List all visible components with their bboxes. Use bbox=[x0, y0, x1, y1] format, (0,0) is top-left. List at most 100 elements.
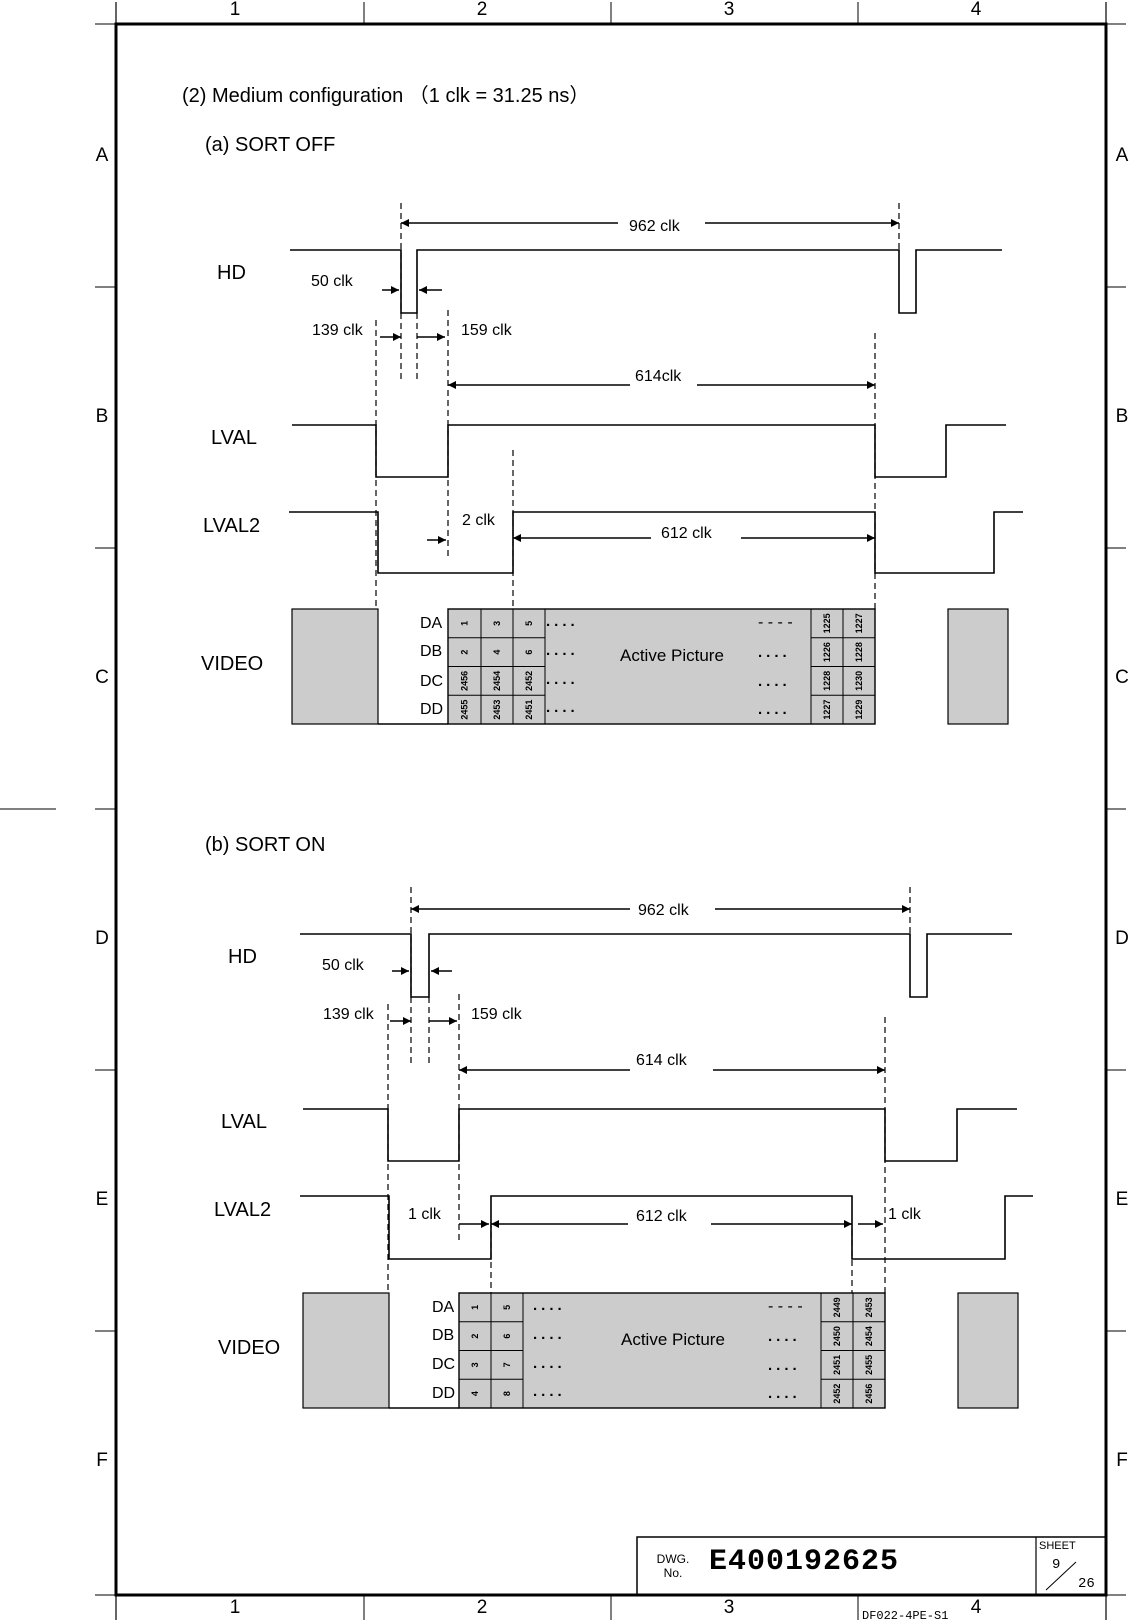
dots-dd-right: .... bbox=[768, 1385, 801, 1402]
page-title: (2) Medium configuration （1 clk = 31.25 … bbox=[182, 85, 590, 107]
pixel-index-label: 2456 bbox=[864, 1384, 874, 1404]
pixel-index-label: 1225 bbox=[822, 613, 832, 633]
video-blanking-block bbox=[302, 1292, 390, 1409]
arrowhead bbox=[411, 905, 419, 913]
channel-label-dd: DD bbox=[432, 1385, 456, 1402]
row-label-b-left: B bbox=[95, 406, 109, 427]
dwg-label-line-2: No. bbox=[663, 1566, 683, 1580]
row-label-f-left: F bbox=[96, 1450, 108, 1471]
annotation-back-porch: 159 clk bbox=[471, 1006, 522, 1023]
dwg-label-line-1: DWG. bbox=[656, 1552, 690, 1566]
pixel-index-label: 4 bbox=[492, 650, 502, 655]
pixel-index-label: 2455 bbox=[460, 700, 470, 720]
annotation-lval2-delay: 2 clk bbox=[462, 512, 495, 529]
column-label-1-top: 1 bbox=[229, 0, 241, 20]
dots-dc-left: .... bbox=[546, 671, 579, 688]
annotation-front-porch: 139 clk bbox=[312, 322, 363, 339]
pixel-index-label: 1 bbox=[470, 1305, 480, 1310]
arrowhead bbox=[875, 1220, 883, 1228]
dots-dd-left: .... bbox=[546, 699, 579, 716]
annotation-lval2-active: 612 clk bbox=[636, 1208, 687, 1225]
signal-label-lval: LVAL bbox=[211, 427, 257, 449]
row-label-a-right: A bbox=[1115, 145, 1129, 166]
annotation-back-porch: 159 clk bbox=[461, 322, 512, 339]
arrowhead bbox=[393, 333, 401, 341]
channel-label-da: DA bbox=[420, 615, 443, 632]
sheet-number: 9 bbox=[1052, 1557, 1061, 1573]
column-label-4-top: 4 bbox=[970, 0, 982, 20]
arrowhead bbox=[459, 1066, 467, 1074]
lval2-trace bbox=[300, 1195, 1033, 1260]
dashes-da-right: - - - - bbox=[758, 614, 793, 631]
row-label-e-right: E bbox=[1115, 1189, 1129, 1210]
row-label-a-left: A bbox=[95, 145, 109, 166]
arrowhead bbox=[481, 1220, 489, 1228]
dots-dc-right: .... bbox=[768, 1357, 801, 1374]
annotation-period: 962 clk bbox=[629, 218, 680, 235]
pixel-index-label: 6 bbox=[524, 650, 534, 655]
pixel-index-label: 2 bbox=[470, 1334, 480, 1339]
dots-dd-left: .... bbox=[533, 1383, 566, 1400]
annotation-lval2-delay-end: 1 clk bbox=[888, 1206, 921, 1223]
pixel-index-label: 6 bbox=[502, 1334, 512, 1339]
column-label-2-bottom: 2 bbox=[476, 1597, 488, 1618]
row-label-d-left: D bbox=[95, 928, 109, 949]
pixel-index-label: 1229 bbox=[854, 700, 864, 720]
row-label-e-left: E bbox=[95, 1189, 109, 1210]
lval-trace bbox=[303, 1108, 1017, 1162]
pixel-index-label: 1227 bbox=[854, 613, 864, 633]
video-blanking-block bbox=[947, 608, 1009, 725]
pixel-index-label: 1230 bbox=[854, 671, 864, 691]
row-label-b-right: B bbox=[1115, 406, 1129, 427]
video-blanking-block bbox=[291, 608, 379, 725]
annotation-lval2-delay-start: 1 clk bbox=[408, 1206, 441, 1223]
channel-label-da: DA bbox=[432, 1299, 455, 1316]
column-label-4-bottom: 4 bbox=[970, 1597, 982, 1618]
signal-label-hd: HD bbox=[228, 946, 257, 968]
pixel-index-label: 2451 bbox=[832, 1355, 842, 1375]
pixel-index-label: 2452 bbox=[524, 671, 534, 691]
pixel-index-label: 2453 bbox=[492, 700, 502, 720]
hd-trace bbox=[290, 249, 1002, 314]
dots-dc-right: .... bbox=[758, 673, 791, 690]
dots-db-right: .... bbox=[768, 1328, 801, 1345]
dots-db-left: .... bbox=[546, 642, 579, 659]
pixel-index-label: 5 bbox=[524, 621, 534, 626]
pixel-index-label: 3 bbox=[492, 621, 502, 626]
arrowhead bbox=[491, 1220, 499, 1228]
annotation-lval-active: 614clk bbox=[635, 368, 682, 385]
sheet-total: 26 bbox=[1078, 1576, 1095, 1592]
sheet-label: SHEET bbox=[1039, 1540, 1076, 1552]
arrowhead bbox=[401, 967, 409, 975]
pixel-index-label: 1228 bbox=[854, 642, 864, 662]
dashes-da-right: - - - - bbox=[768, 1298, 803, 1315]
drawing-number: E400192625 bbox=[709, 1545, 900, 1579]
arrowhead bbox=[513, 534, 521, 542]
arrowhead bbox=[448, 381, 456, 389]
pixel-index-label: 4 bbox=[470, 1391, 480, 1396]
column-label-3-top: 3 bbox=[723, 0, 735, 20]
annotation-front-porch: 139 clk bbox=[323, 1006, 374, 1023]
annotation-hd-pulse: 50 clk bbox=[322, 957, 364, 974]
hd-trace bbox=[300, 933, 1012, 998]
arrowhead bbox=[391, 286, 399, 294]
active-picture-label: Active Picture bbox=[620, 646, 724, 665]
annotation-lval-active: 614 clk bbox=[636, 1052, 687, 1069]
section-a-heading: (a) SORT OFF bbox=[205, 134, 336, 156]
dots-dc-left: .... bbox=[533, 1355, 566, 1372]
signal-label-video: VIDEO bbox=[218, 1337, 281, 1359]
arrowhead bbox=[867, 534, 875, 542]
arrowhead bbox=[867, 381, 875, 389]
dots-dd-right: .... bbox=[758, 701, 791, 718]
section-b-heading: (b) SORT ON bbox=[205, 834, 326, 856]
arrowhead bbox=[449, 1017, 457, 1025]
title-block-dwg-label: DWG. No. bbox=[651, 1552, 695, 1580]
column-label-2-top: 2 bbox=[476, 0, 488, 20]
arrowhead bbox=[891, 219, 899, 227]
pixel-index-label: 2452 bbox=[832, 1384, 842, 1404]
video-blanking-block bbox=[957, 1292, 1019, 1409]
dots-da-left: .... bbox=[533, 1297, 566, 1314]
lval2-trace bbox=[289, 511, 1023, 574]
